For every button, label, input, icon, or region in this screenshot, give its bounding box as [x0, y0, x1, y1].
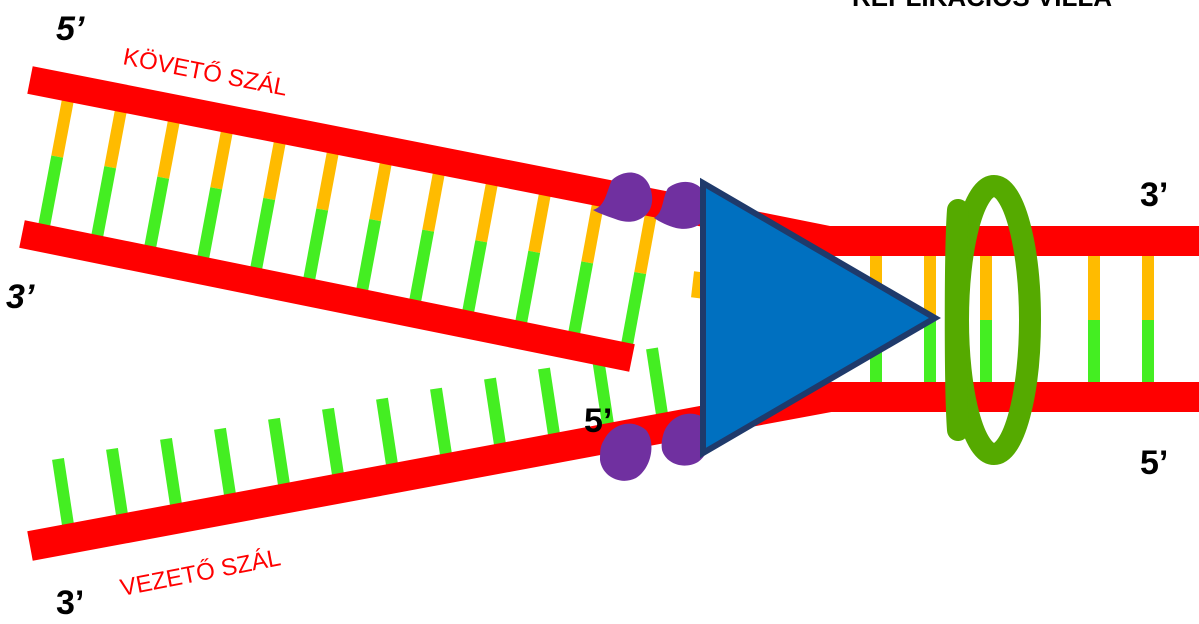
base-pair-top-half: [481, 183, 492, 241]
upper-arm-bottom-strand: [22, 234, 632, 358]
base-pair-green: [220, 429, 230, 495]
ring-icon-front: [956, 210, 958, 430]
end-label-mid-left: 3’: [6, 278, 35, 316]
base-pair-top-half: [163, 120, 174, 177]
base-pair-top-half: [57, 99, 68, 156]
base-pair-green: [382, 399, 392, 465]
base-pair-green: [58, 459, 68, 525]
base-pair-green: [544, 369, 554, 435]
base-pair-top-half: [534, 193, 545, 251]
base-pair-top-half: [697, 272, 700, 298]
base-pair-top-half: [322, 152, 333, 210]
right-bottom-strand: [800, 382, 1199, 412]
base-pair-bottom-half: [256, 199, 269, 270]
base-pair-green: [274, 419, 284, 485]
base-pair-bottom-half: [468, 241, 481, 312]
base-pair-green: [328, 409, 338, 475]
diagram-title: REPLIKÁCIÓS VILLA: [852, 0, 1112, 12]
right-top-strand: [800, 226, 1199, 256]
base-pair-top-half: [587, 204, 598, 263]
end-label-center: 5’: [584, 402, 612, 440]
leading-strand-label: VEZETŐ SZÁL: [118, 544, 283, 602]
end-label-bottom-left: 3’: [56, 584, 84, 622]
base-pair-bottom-half: [627, 273, 640, 345]
base-pair-bottom-half: [203, 188, 216, 258]
base-pair-green: [490, 379, 500, 445]
end-label-right-bottom: 5’: [1140, 444, 1168, 482]
base-pair-top-half: [428, 173, 439, 231]
base-pair-bottom-half: [44, 157, 57, 227]
base-pair-top-half: [216, 131, 227, 189]
base-pair-bottom-half: [150, 178, 163, 248]
base-pair-bottom-half: [309, 210, 322, 281]
base-pair-bottom-half: [574, 262, 587, 334]
base-pair-bottom-half: [415, 231, 428, 302]
base-pair-bottom-half: [521, 252, 534, 323]
base-pair-top-half: [269, 141, 280, 199]
base-pair-green: [166, 439, 176, 505]
base-pair-green: [652, 348, 662, 414]
base-pair-green: [436, 389, 446, 455]
base-pair-top-half: [375, 162, 386, 220]
base-pair-top-half: [110, 110, 121, 167]
base-pair-top-half: [640, 214, 651, 273]
end-label-right-top: 3’: [1140, 176, 1168, 214]
base-pair-bottom-half: [362, 220, 375, 291]
base-pair-bottom-half: [97, 167, 110, 237]
base-pair-green: [112, 449, 122, 515]
end-label-top-left: 5’: [56, 10, 85, 48]
